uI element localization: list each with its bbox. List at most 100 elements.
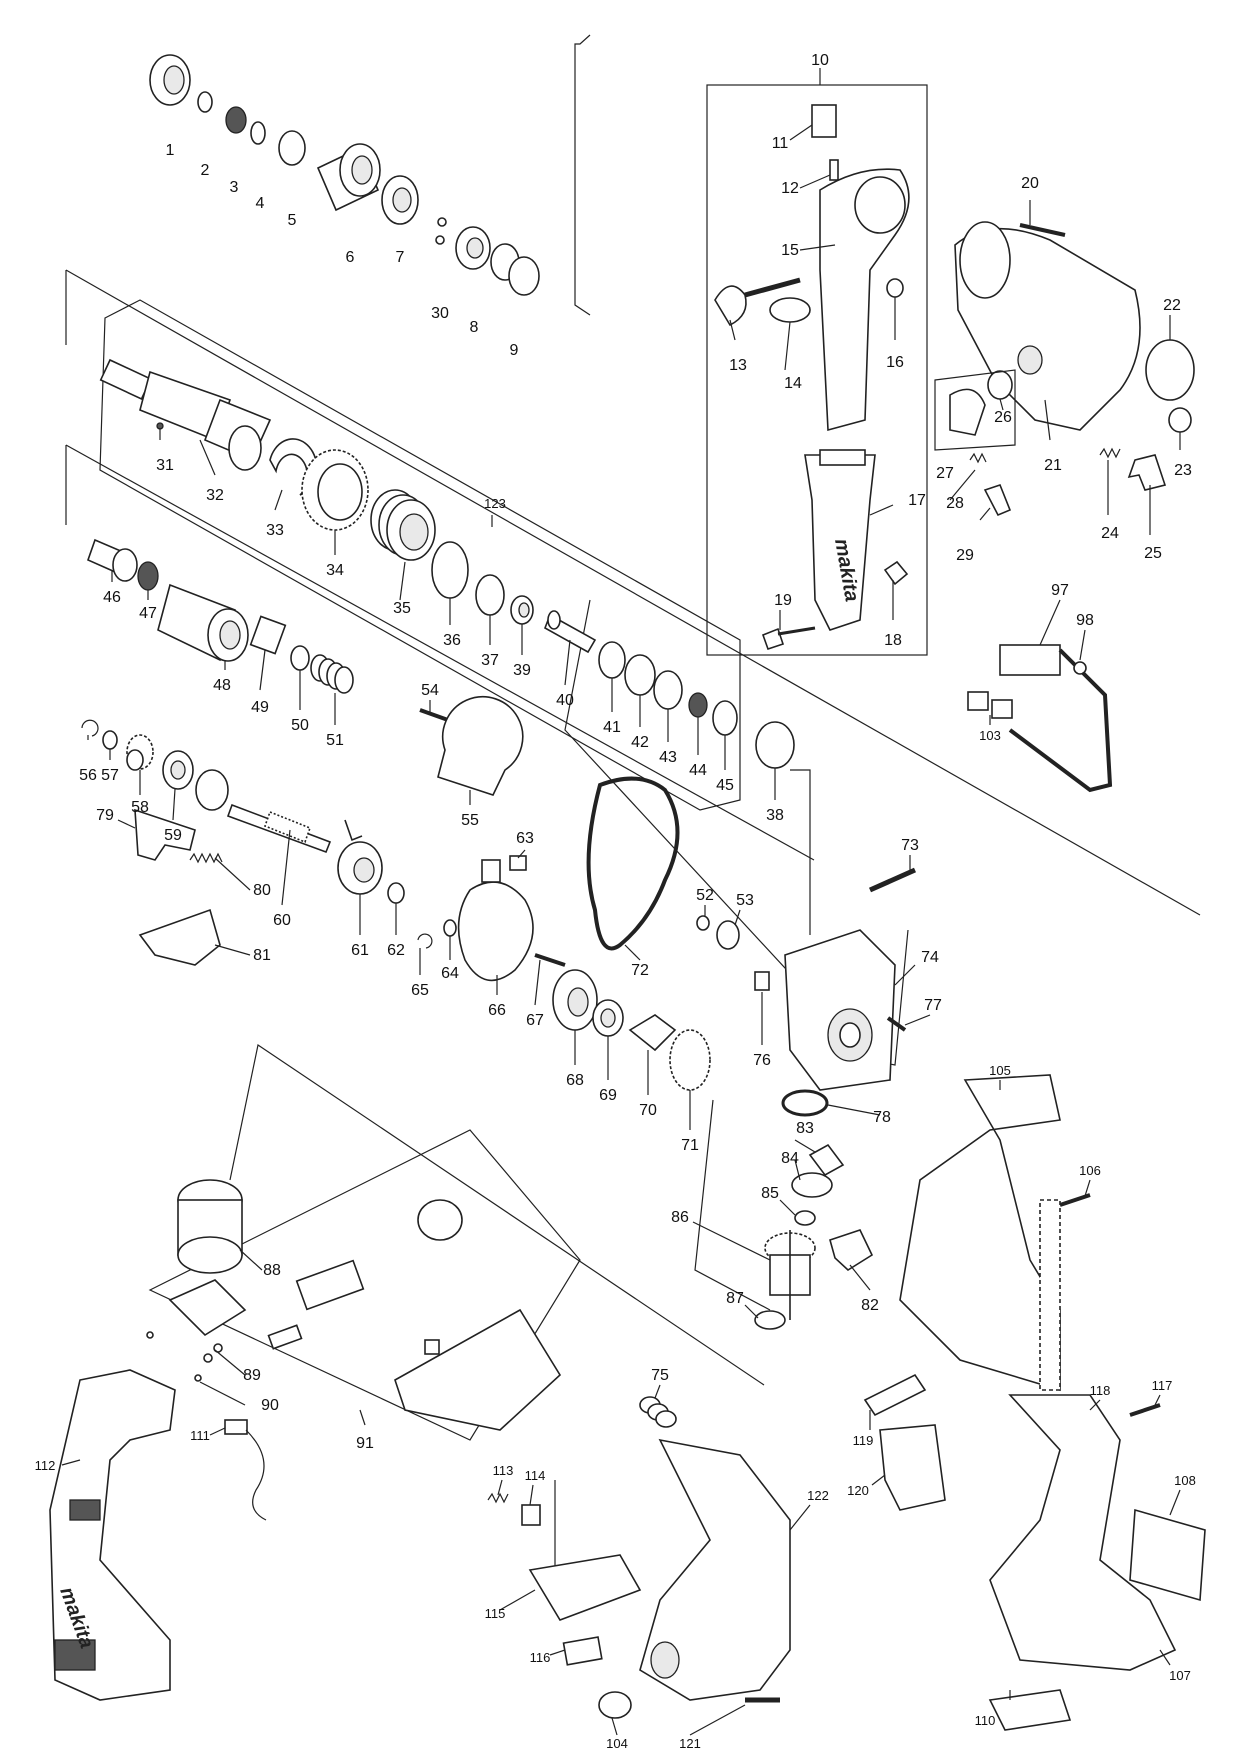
part-35-spring xyxy=(370,489,436,561)
part-36-oring xyxy=(431,541,469,599)
part-25-lever xyxy=(1127,454,1167,491)
part-85-washer xyxy=(794,1210,816,1226)
part-74-gear-housing xyxy=(784,929,896,1091)
part-60-shaft xyxy=(226,803,332,854)
part-number-75: 75 xyxy=(651,1367,669,1384)
part-number-80: 80 xyxy=(253,882,271,899)
part-number-62: 62 xyxy=(387,942,405,959)
part-number-20: 20 xyxy=(1021,175,1039,192)
part-number-53: 53 xyxy=(736,892,754,909)
part-number-27: 27 xyxy=(936,465,954,482)
part-91-plate xyxy=(168,1279,247,1337)
part-number-71: 71 xyxy=(681,1137,699,1154)
part-83-pinion xyxy=(808,1143,845,1177)
part-number-51: 51 xyxy=(326,732,344,749)
part-number-24: 24 xyxy=(1101,525,1119,542)
part-number-48: 48 xyxy=(213,677,231,694)
part-54-screw xyxy=(419,708,449,722)
part-number-111: 111 xyxy=(190,1428,210,1443)
part-number-47: 47 xyxy=(139,605,157,622)
part-number-77: 77 xyxy=(924,997,942,1014)
part-number-123: 123 xyxy=(484,496,506,511)
part-number-72: 72 xyxy=(631,962,649,979)
part-number-116: 116 xyxy=(530,1650,551,1665)
part-113-spring xyxy=(487,1492,509,1504)
part-number-22: 22 xyxy=(1163,297,1181,314)
part-number-67: 67 xyxy=(526,1012,544,1029)
part-91-controller-board xyxy=(394,1308,562,1431)
part-24-spring xyxy=(1099,447,1121,459)
part-number-28: 28 xyxy=(946,495,964,512)
part-38-oring xyxy=(755,721,795,769)
part-number-12: 12 xyxy=(781,180,799,197)
part-number-86: 86 xyxy=(671,1209,689,1226)
part-15-side-handle xyxy=(819,168,910,432)
part-number-57: 57 xyxy=(101,767,119,784)
part-number-97: 97 xyxy=(1051,582,1069,599)
part-number-21: 21 xyxy=(1044,457,1062,474)
part-73-bolt xyxy=(868,867,917,893)
part-18-clip xyxy=(883,560,909,586)
part-number-59: 59 xyxy=(164,827,182,844)
part-number-76: 76 xyxy=(753,1052,771,1069)
part-number-89: 89 xyxy=(243,1367,261,1384)
part-number-38: 38 xyxy=(766,807,784,824)
part-number-11: 11 xyxy=(772,135,789,152)
part-3-ring xyxy=(225,106,247,134)
part-72-gasket xyxy=(586,776,680,951)
part-number-42: 42 xyxy=(631,734,649,751)
part-number-49: 49 xyxy=(251,699,269,716)
part-number-88: 88 xyxy=(263,1262,281,1279)
part-55-clutch xyxy=(437,696,524,796)
part-98-screw xyxy=(1073,661,1087,675)
part-5-washer xyxy=(278,130,306,166)
part-28-spring xyxy=(969,452,987,464)
part-number-labels: 1 2 3 4 5 6 7 8 9 10 11 12 13 14 15 16 1… xyxy=(35,52,1196,1751)
part-number-87: 87 xyxy=(726,1290,744,1307)
part-41-ring xyxy=(598,641,626,679)
part-77-screw xyxy=(886,1016,907,1032)
part-number-119: 119 xyxy=(853,1433,874,1448)
part-117-screw xyxy=(1129,1403,1161,1417)
part-80-spring xyxy=(189,852,223,864)
part-number-23: 23 xyxy=(1174,462,1192,479)
part-78-oring xyxy=(781,1089,829,1117)
part-number-56: 56 xyxy=(79,767,97,784)
part-61-bearing xyxy=(337,819,383,895)
part-number-82: 82 xyxy=(861,1297,879,1314)
part-number-26: 26 xyxy=(994,409,1012,426)
part-number-52: 52 xyxy=(696,887,714,904)
part-2-ring xyxy=(197,91,213,113)
part-number-68: 68 xyxy=(566,1072,584,1089)
part-number-9: 9 xyxy=(510,342,519,359)
part-82-plate xyxy=(829,1229,874,1272)
part-105-housing-right-top xyxy=(899,1074,1061,1392)
part-number-74: 74 xyxy=(921,949,939,966)
part-76-pin xyxy=(754,971,770,991)
part-120-switch xyxy=(879,1424,946,1511)
part-63-clip xyxy=(509,855,527,871)
part-112-cover xyxy=(49,1369,176,1701)
part-4-ring xyxy=(250,121,266,145)
part-114-block xyxy=(521,1504,541,1526)
part-number-13: 13 xyxy=(729,357,747,374)
part-12-spring xyxy=(829,159,839,181)
part-34-gear xyxy=(301,449,369,531)
part-number-17: 17 xyxy=(908,492,926,509)
part-106-screw xyxy=(1059,1193,1091,1207)
part-22-ring xyxy=(1145,339,1195,401)
part-number-60: 60 xyxy=(273,912,291,929)
part-number-85: 85 xyxy=(761,1185,779,1202)
part-71-fan xyxy=(669,1029,711,1091)
part-91-sensor xyxy=(295,1259,365,1311)
part-number-83: 83 xyxy=(796,1120,814,1137)
part-number-79: 79 xyxy=(96,807,114,824)
part-75-spring xyxy=(639,1396,677,1428)
part-number-114: 114 xyxy=(525,1468,546,1483)
part-122-housing-left xyxy=(639,1438,791,1701)
part-23-washer xyxy=(1168,407,1192,433)
part-91-switch xyxy=(417,1199,463,1241)
part-57-washer xyxy=(102,730,118,750)
part-64-washer xyxy=(443,919,457,937)
